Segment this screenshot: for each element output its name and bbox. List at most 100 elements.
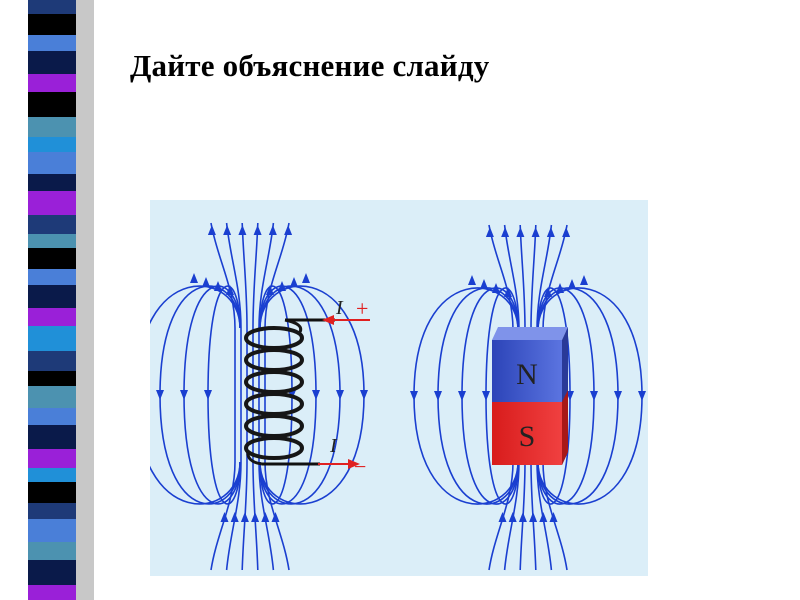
strip-tile bbox=[28, 482, 76, 503]
field-arrow-icon bbox=[531, 227, 540, 237]
field-arrow-icon bbox=[638, 391, 646, 401]
field-arrow-icon bbox=[190, 273, 198, 283]
strip-tile bbox=[28, 51, 76, 74]
strip-tile bbox=[28, 408, 76, 425]
field-arrow-icon bbox=[518, 512, 527, 522]
strip-tile bbox=[28, 326, 76, 351]
field-arrow-icon bbox=[238, 225, 247, 235]
field-arrow-icon bbox=[434, 391, 442, 401]
field-arrow-icon bbox=[590, 391, 598, 401]
strip-tile bbox=[28, 117, 76, 137]
strip-tile bbox=[28, 449, 76, 468]
strip-tile bbox=[28, 351, 76, 371]
decorative-grey-bar bbox=[76, 0, 94, 600]
field-arrow-icon bbox=[485, 227, 494, 237]
strip-tile bbox=[28, 542, 76, 560]
strip-tile bbox=[28, 248, 76, 269]
field-open-line-top bbox=[252, 222, 259, 329]
field-open-line-top bbox=[530, 224, 537, 331]
field-arrow-icon bbox=[156, 390, 164, 400]
field-arrow-icon bbox=[284, 225, 293, 235]
slide-title: Дайте объяснение слайду bbox=[130, 48, 490, 83]
field-arrow-icon bbox=[360, 390, 368, 400]
strip-tile bbox=[28, 269, 76, 285]
coil-turn bbox=[244, 370, 304, 394]
field-arrow-icon bbox=[230, 512, 239, 522]
field-arrow-icon bbox=[482, 391, 490, 401]
field-arrow-icon bbox=[312, 390, 320, 400]
field-lines-diagram: I + I − N S bbox=[150, 222, 646, 571]
field-loop-line bbox=[150, 285, 241, 505]
field-arrow-icon bbox=[223, 225, 232, 235]
field-arrow-icon bbox=[290, 277, 298, 287]
field-arrow-icon bbox=[268, 225, 277, 235]
field-loop-line bbox=[159, 285, 241, 505]
coil-lead-bottom bbox=[246, 449, 263, 466]
current-label-bottom: I bbox=[329, 435, 338, 457]
strip-tile bbox=[28, 174, 76, 191]
field-arrow-icon bbox=[336, 390, 344, 400]
strip-tile bbox=[28, 191, 76, 215]
field-arrow-icon bbox=[240, 512, 249, 522]
field-arrow-icon bbox=[549, 512, 558, 522]
south-pole-label: S bbox=[519, 420, 536, 453]
field-arrow-icon bbox=[410, 391, 418, 401]
strip-tile bbox=[28, 585, 76, 600]
field-arrow-icon bbox=[498, 512, 507, 522]
field-arrow-icon bbox=[251, 512, 260, 522]
field-arrow-icon bbox=[580, 275, 588, 285]
strip-tile bbox=[28, 468, 76, 482]
coil-turn bbox=[244, 392, 304, 416]
field-arrow-icon bbox=[302, 273, 310, 283]
coil-turn bbox=[244, 326, 304, 350]
decorative-left-strip bbox=[28, 0, 76, 600]
current-label-top: I bbox=[335, 297, 344, 319]
plus-sign: + bbox=[356, 296, 368, 321]
strip-tile bbox=[28, 0, 76, 14]
field-loop-line bbox=[183, 285, 241, 505]
strip-tile bbox=[28, 215, 76, 234]
current-arrow-bottom bbox=[262, 459, 360, 469]
field-arrow-icon bbox=[220, 512, 229, 522]
north-pole-label: N bbox=[516, 358, 538, 391]
bar-magnet bbox=[492, 327, 568, 465]
field-arrow-icon bbox=[501, 227, 510, 237]
coil-turn bbox=[244, 436, 304, 460]
field-open-line-top bbox=[241, 222, 248, 329]
field-arrow-icon bbox=[202, 277, 210, 287]
coil-turn bbox=[244, 348, 304, 372]
field-arrow-icon bbox=[546, 227, 555, 237]
field-arrow-icon bbox=[562, 227, 571, 237]
field-arrow-icon bbox=[516, 227, 525, 237]
field-arrow-icon bbox=[480, 279, 488, 289]
solenoid-coil bbox=[244, 318, 304, 466]
magnetic-field-figure: I + I − N S bbox=[150, 200, 648, 576]
strip-tile bbox=[28, 14, 76, 35]
current-arrow-top bbox=[285, 315, 370, 325]
coil-turn bbox=[244, 414, 304, 438]
field-arrow-icon bbox=[271, 512, 280, 522]
strip-tile bbox=[28, 137, 76, 152]
field-arrow-icon bbox=[204, 390, 212, 400]
strip-tile bbox=[28, 519, 76, 542]
strip-tile bbox=[28, 234, 76, 248]
field-arrow-icon bbox=[468, 275, 476, 285]
field-arrow-icon bbox=[529, 512, 538, 522]
field-arrow-icon bbox=[568, 279, 576, 289]
field-arrow-icon bbox=[458, 391, 466, 401]
field-arrow-icon bbox=[508, 512, 517, 522]
strip-tile bbox=[28, 371, 76, 386]
field-open-line-top bbox=[519, 224, 526, 331]
field-arrow-icon bbox=[539, 512, 548, 522]
strip-tile bbox=[28, 560, 76, 585]
strip-tile bbox=[28, 92, 76, 117]
field-arrow-icon bbox=[261, 512, 270, 522]
strip-tile bbox=[28, 386, 76, 408]
field-arrow-icon bbox=[614, 391, 622, 401]
field-arrow-icon bbox=[180, 390, 188, 400]
strip-tile bbox=[28, 308, 76, 326]
strip-tile bbox=[28, 503, 76, 519]
strip-tile bbox=[28, 74, 76, 92]
field-arrow-icon bbox=[207, 225, 216, 235]
strip-tile bbox=[28, 35, 76, 51]
